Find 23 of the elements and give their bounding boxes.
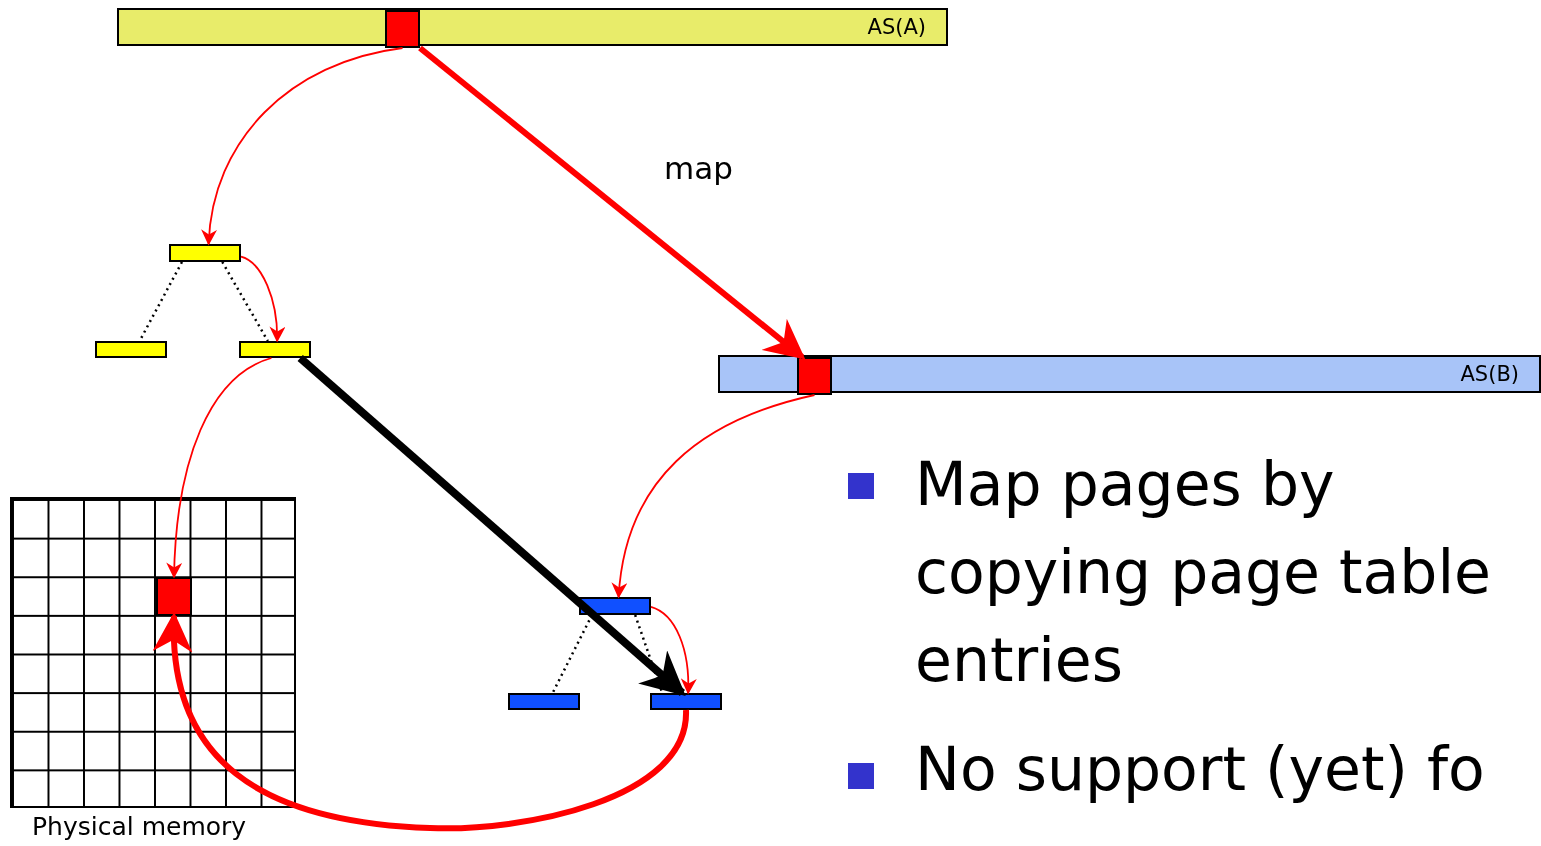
bar-label: AS(A) [867, 15, 926, 39]
arrow [202, 47, 404, 246]
page-table-bar [169, 244, 241, 262]
bullet-text: Map pages by copying page table entries [915, 448, 1493, 697]
bar-label: AS(B) [1460, 362, 1519, 386]
arrow [166, 357, 273, 579]
entry-block [797, 357, 832, 395]
dotted-line [221, 261, 269, 342]
arrow [240, 255, 285, 343]
arrow [650, 606, 697, 695]
memory-label: Physical memory [32, 812, 247, 841]
address-space-bar [117, 8, 948, 46]
page-table-bar [239, 341, 311, 358]
page-table-bar [95, 341, 167, 358]
dotted-line [633, 614, 664, 694]
entry-block [385, 10, 420, 48]
page-table-bar [650, 693, 722, 710]
address-space-bar [718, 355, 1541, 393]
bullet-text: No support (yet) fo [915, 733, 1486, 806]
arrow [612, 394, 816, 599]
memory-grid [10, 497, 296, 808]
page-table-bar [508, 693, 580, 710]
entry-block [156, 577, 192, 616]
